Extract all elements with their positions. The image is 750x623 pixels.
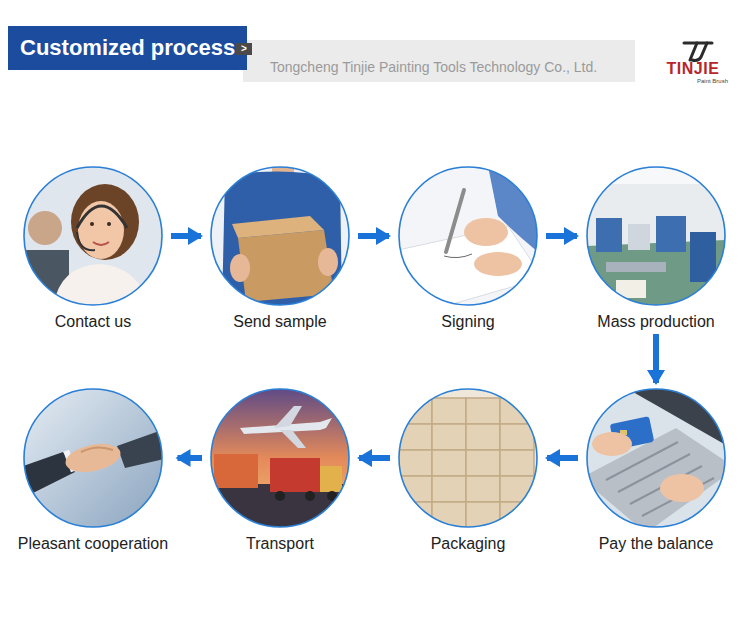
- circle-outline: [24, 389, 162, 527]
- flow-arrow: [653, 334, 659, 383]
- header-band: [243, 40, 635, 82]
- step-circle: [397, 165, 539, 307]
- process-step: Pay the balance: [581, 387, 731, 553]
- step-circle: [22, 387, 164, 529]
- step-circle: [397, 387, 539, 529]
- flow-arrow: [546, 233, 577, 239]
- contact-illustration: [21, 166, 163, 310]
- step-label: Packaging: [431, 534, 506, 553]
- circle-outline: [587, 167, 725, 305]
- sample-illustration: [210, 166, 350, 308]
- arrow-badge: >: [236, 43, 252, 55]
- transport-illustration: [210, 388, 350, 528]
- circle-outline: [399, 389, 537, 527]
- step-circle: [209, 165, 351, 307]
- flow-arrow: [178, 455, 203, 461]
- signing-illustration: [398, 166, 543, 311]
- step-circle: [209, 387, 351, 529]
- circle-outline: [587, 389, 725, 527]
- flow-arrow: [171, 233, 201, 239]
- company-name: Tongcheng Tinjie Painting Tools Technolo…: [270, 59, 597, 76]
- process-step: Mass production: [581, 165, 731, 331]
- step-circle: [22, 165, 164, 307]
- step-label: Contact us: [55, 312, 131, 331]
- process-step: Contact us: [18, 165, 168, 331]
- factory-illustration: [586, 166, 726, 306]
- payment-illustration: [581, 388, 736, 533]
- flow-arrow: [358, 233, 389, 239]
- circle-outline: [24, 167, 162, 305]
- step-label: Pleasant cooperation: [18, 534, 168, 553]
- step-circle: [585, 165, 727, 307]
- process-step: Send sample: [205, 165, 355, 331]
- step-label: Signing: [441, 312, 494, 331]
- step-label: Pay the balance: [599, 534, 714, 553]
- page-title: Customized process: [8, 26, 247, 70]
- flow-arrow: [547, 455, 578, 461]
- step-circle: [585, 387, 727, 529]
- flow-arrow: [359, 455, 390, 461]
- circle-outline: [399, 167, 537, 305]
- process-step: Transport: [205, 387, 355, 553]
- handshake-illustration: [18, 388, 168, 528]
- logo-mark: [684, 43, 712, 61]
- circle-outline: [211, 389, 349, 527]
- brand-name: TINJIE: [656, 60, 730, 78]
- process-step: Signing: [393, 165, 543, 331]
- process-step: Pleasant cooperation: [13, 387, 174, 553]
- process-step: Packaging: [393, 387, 543, 553]
- step-label: Transport: [246, 534, 314, 553]
- step-label: Send sample: [233, 312, 326, 331]
- circle-outline: [211, 167, 349, 305]
- packaging-illustration: [398, 388, 538, 528]
- brand-tagline: Paint Brush: [680, 78, 728, 85]
- step-label: Mass production: [597, 312, 714, 331]
